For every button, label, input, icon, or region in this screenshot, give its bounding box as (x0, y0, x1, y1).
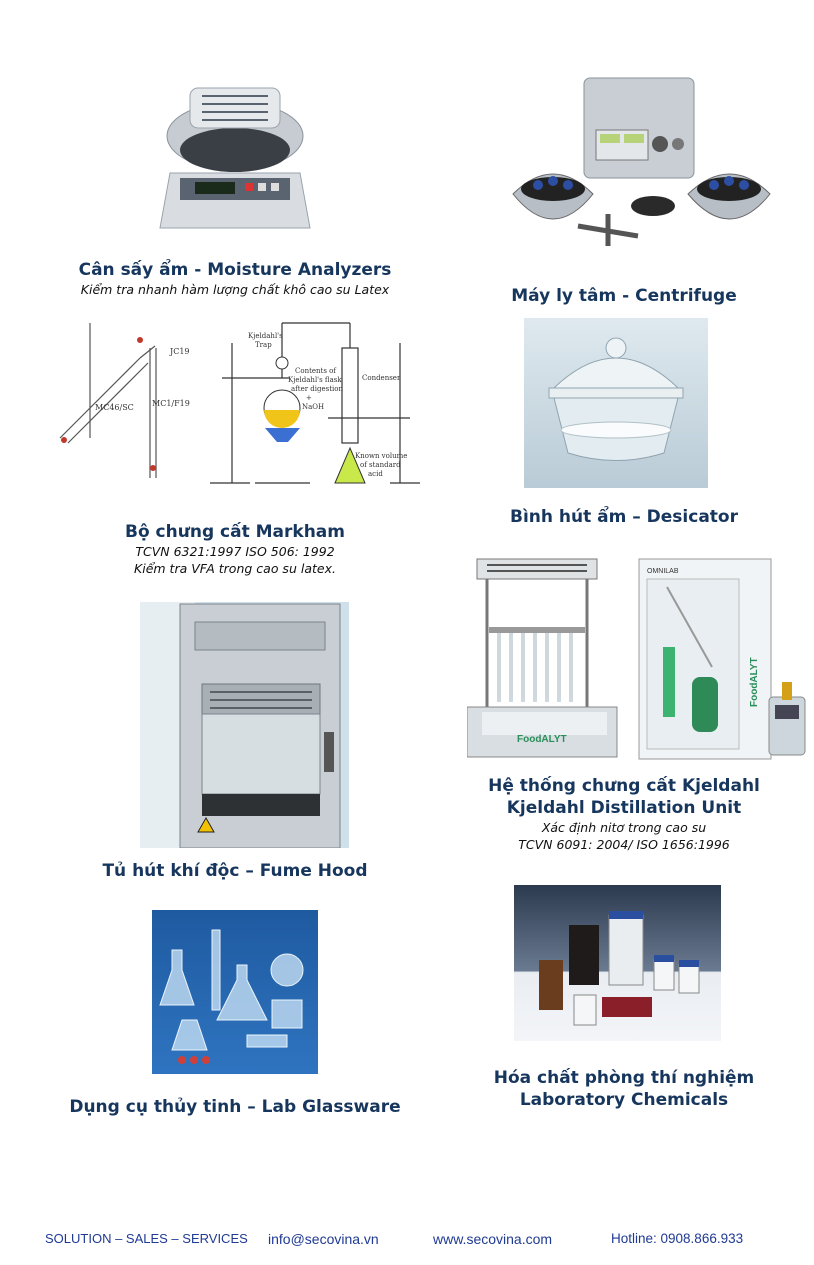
omnilab-brand: OMNILAB (647, 568, 679, 575)
footer-website[interactable]: www.secovina.com (433, 1231, 553, 1247)
label-known-2: of standard (360, 461, 401, 469)
chemicals-caption: Hóa chất phòng thí nghiệm Laboratory Che… (454, 1067, 794, 1111)
desicator-image (524, 318, 708, 488)
moisture-analyzer-image (150, 78, 320, 248)
markham-desc-1: TCVN 6321:1997 ISO 506: 1992 (135, 544, 335, 559)
footer-hotline: Hotline: 0908.866.933 (611, 1231, 744, 1246)
foodalyt-brand-1: FoodALYT (517, 734, 567, 745)
label-condenser: Condenser (362, 374, 401, 382)
foodalyt-brand-2: FoodALYT (749, 657, 760, 707)
kjeldahl-image: FoodALYT OMNILAB FoodALYT (467, 557, 807, 765)
label-contents-1: Contents of (295, 367, 337, 375)
centrifuge-image (508, 74, 774, 250)
desicator-title: Bình hút ẩm – Desicator (509, 507, 738, 527)
label-trap-2: Trap (255, 341, 272, 349)
moisture-analyzer-caption: Cân sấy ẩm - Moisture Analyzers Kiểm tra… (40, 259, 430, 298)
label-trap-1: Kjeldahl's (248, 332, 283, 340)
label-mc1: MC1/F19 (152, 399, 190, 408)
label-known-3: acid (368, 470, 383, 478)
fume-hood-caption: Tủ hút khí độc – Fume Hood (40, 860, 430, 882)
chemicals-title-1: Hóa chất phòng thí nghiệm (493, 1068, 755, 1088)
footer-tagline: SOLUTION – SALES – SERVICES (45, 1231, 248, 1246)
lab-glassware-caption: Dụng cụ thủy tinh – Lab Glassware (40, 1096, 430, 1118)
kjeldahl-caption: Hệ thống chưng cất Kjeldahl Kjeldahl Dis… (454, 775, 794, 853)
markham-still-image: JC19 MC46/SC MC1/F19 Kjeldahl's Trap Con… (50, 318, 422, 493)
fume-hood-title: Tủ hút khí độc – Fume Hood (102, 861, 368, 881)
kjeldahl-title-2: Kjeldahl Distillation Unit (506, 798, 742, 818)
kjeldahl-desc-2: TCVN 6091: 2004/ ISO 1656:1996 (518, 837, 730, 852)
lab-glassware-title: Dụng cụ thủy tinh – Lab Glassware (69, 1097, 401, 1117)
markham-caption: Bộ chưng cất Markham TCVN 6321:1997 ISO … (40, 521, 430, 577)
label-mc46: MC46/SC (95, 403, 134, 412)
fume-hood-image (140, 602, 349, 848)
centrifuge-title: Máy ly tâm - Centrifuge (511, 286, 737, 306)
markham-title: Bộ chưng cất Markham (125, 522, 345, 542)
kjeldahl-title-1: Hệ thống chưng cất Kjeldahl (488, 776, 760, 796)
markham-desc-2: Kiểm tra VFA trong cao su latex. (134, 561, 336, 576)
label-jc19: JC19 (169, 347, 190, 356)
moisture-analyzer-desc: Kiểm tra nhanh hàm lượng chất khô cao su… (80, 282, 390, 297)
footer-email[interactable]: info@secovina.vn (268, 1231, 379, 1247)
label-contents-3: after digestion (291, 385, 343, 393)
chemicals-image (514, 885, 721, 1041)
centrifuge-caption: Máy ly tâm - Centrifuge (454, 285, 794, 307)
kjeldahl-desc-1: Xác định nitơ trong cao su (541, 820, 707, 835)
desicator-caption: Bình hút ẩm – Desicator (454, 506, 794, 528)
lab-glassware-image (152, 910, 318, 1074)
label-contents-5: NaOH (302, 403, 324, 411)
moisture-analyzer-title: Cân sấy ẩm - Moisture Analyzers (78, 260, 392, 280)
chemicals-title-2: Laboratory Chemicals (519, 1090, 729, 1110)
label-known-1: Known volume (355, 452, 407, 460)
label-contents-4: + (306, 394, 312, 402)
label-contents-2: Kjeldahl's flask (288, 376, 342, 384)
